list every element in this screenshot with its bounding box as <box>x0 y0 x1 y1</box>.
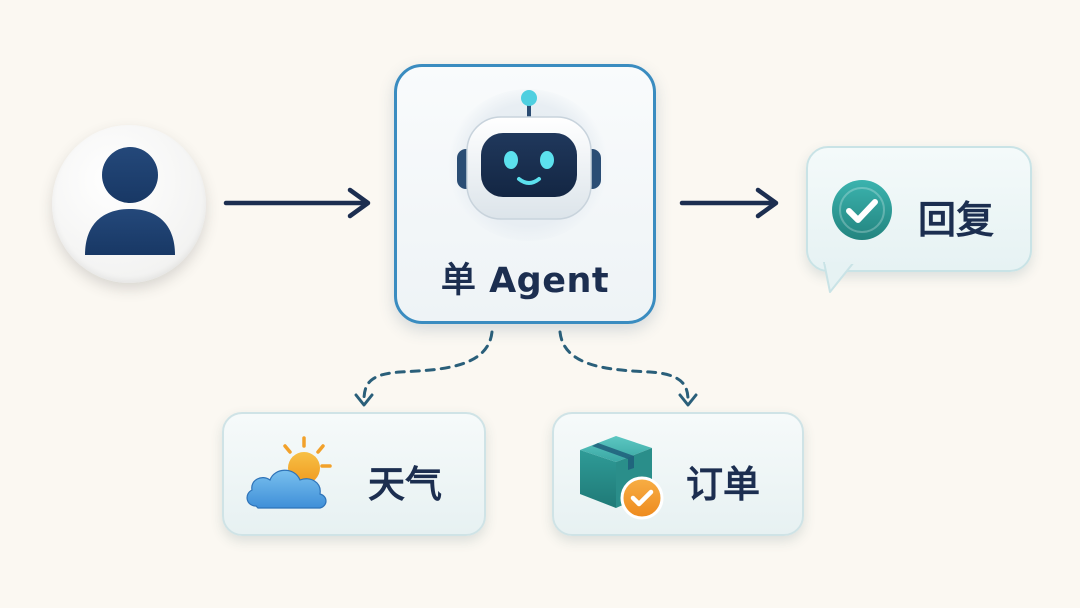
agent-label: 单 Agent <box>440 261 610 301</box>
reply-label: 回复 <box>918 198 995 242</box>
dashed-arrow-agent-to-order <box>558 330 698 407</box>
cloud-sun-icon <box>246 436 332 509</box>
arrow-user-to-agent <box>223 187 371 219</box>
tool-card-order: 订单 <box>552 412 804 536</box>
user-node <box>52 125 206 283</box>
check-circle-icon <box>832 180 892 240</box>
robot-icon <box>457 90 601 220</box>
agent-card: 单 Agent <box>394 64 656 324</box>
user-icon <box>85 147 175 255</box>
package-check-icon <box>580 436 664 520</box>
tool-label-order: 订单 <box>686 463 760 506</box>
reply-bubble-tail <box>823 262 855 293</box>
tool-label-weather: 天气 <box>368 463 442 506</box>
arrow-agent-to-reply <box>679 187 779 219</box>
reply-bubble: 回复 <box>806 146 1032 272</box>
tool-card-weather: 天气 <box>222 412 486 536</box>
dashed-arrow-agent-to-weather <box>354 330 494 407</box>
